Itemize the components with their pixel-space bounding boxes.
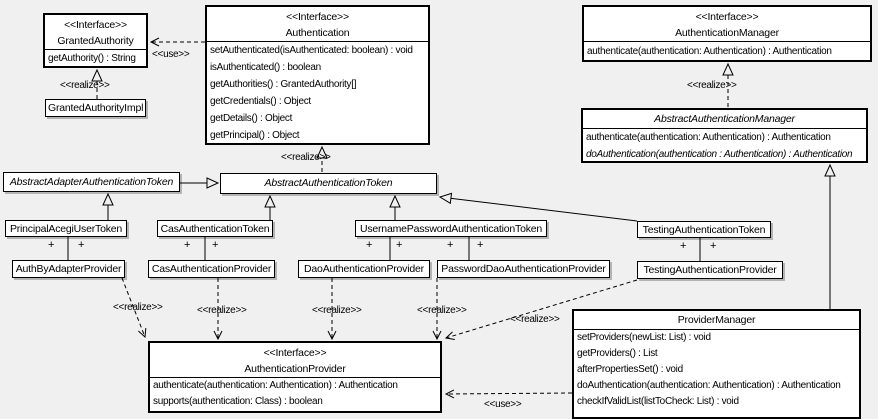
class-name: PasswordDaoAuthenticationProvider: [441, 263, 606, 275]
method: supports(authentication: Class) : boolea…: [153, 396, 323, 407]
method: doAuthentication(authentication : Authen…: [586, 149, 853, 160]
class-cas-authentication-token[interactable]: CasAuthenticationToken: [157, 220, 273, 237]
class-granted-authority-impl[interactable]: GrantedAuthorityImpl: [45, 99, 146, 117]
class-name: Authentication: [285, 27, 350, 39]
class-cas-authentication-provider[interactable]: CasAuthenticationProvider: [148, 260, 275, 278]
assoc-plus-label: +: [48, 239, 55, 251]
method: authenticate(authentication: Authenticat…: [153, 380, 398, 391]
class-abstract-adapter-authentication-token[interactable]: AbstractAdapterAuthenticationToken: [3, 172, 180, 192]
method: getAuthority() : String: [48, 53, 136, 64]
class-principal-acegi-user-token[interactable]: PrincipalAcegiUserToken: [5, 220, 127, 237]
class-testing-authentication-token[interactable]: TestingAuthenticationToken: [637, 221, 771, 238]
realize-label: <<realize>>: [510, 314, 560, 325]
class-name: CasAuthenticationProvider: [151, 263, 272, 275]
method: getPrincipal() : Object: [210, 130, 300, 141]
class-name: AbstractAdapterAuthenticationToken: [9, 176, 174, 188]
realize-edge-authbyadapterprovider: [121, 277, 147, 339]
class-name: AbstractAuthenticationManager: [654, 113, 795, 125]
realize-edge-testingprovider: [444, 279, 638, 340]
realize-label: <<realize>>: [417, 305, 467, 316]
class-name: UsernamePasswordAuthenticationToken: [359, 223, 543, 235]
method: isAuthenticated() : boolean: [210, 62, 321, 73]
generalize-edge-testingtoken: [438, 192, 638, 222]
method: getCredentials() : Object: [210, 96, 311, 107]
class-authentication[interactable]: <<Interface>> Authentication setAuthenti…: [205, 5, 430, 145]
class-authentication-manager[interactable]: <<Interface>> AuthenticationManager auth…: [582, 5, 872, 62]
class-testing-authentication-provider[interactable]: TestingAuthenticationProvider: [637, 261, 783, 279]
class-name: DaoAuthenticationProvider: [304, 263, 424, 275]
class-provider-manager[interactable]: ProviderManager setProviders(newList: Li…: [572, 309, 861, 419]
class-name: ProviderManager: [677, 314, 756, 326]
assoc-plus-label: +: [212, 239, 219, 251]
realize-label: <<realize>>: [687, 80, 737, 91]
class-authentication-provider[interactable]: <<Interface>> AuthenticationProvider aut…: [148, 341, 442, 413]
assoc-plus-label: +: [710, 240, 717, 252]
class-name: GrantedAuthorityImpl: [48, 102, 144, 114]
class-granted-authority[interactable]: <<Interface>> GrantedAuthority getAuthor…: [43, 13, 148, 68]
method: authenticate(authentication: Authenticat…: [586, 132, 831, 143]
realize-label: <<realize>>: [281, 152, 331, 163]
class-name: TestingAuthenticationToken: [642, 224, 766, 236]
class-name: AbstractAuthenticationToken: [264, 177, 393, 189]
assoc-plus-label: +: [477, 239, 484, 251]
realize-label: <<realize>>: [113, 302, 163, 313]
method: authenticate(authentication: Authenticat…: [587, 46, 832, 57]
method: setProviders(newList: List) : void: [577, 332, 711, 343]
class-username-password-authentication-token[interactable]: UsernamePasswordAuthenticationToken: [355, 220, 547, 237]
assoc-plus-label: +: [447, 239, 454, 251]
assoc-plus-label: +: [680, 240, 687, 252]
class-abstract-authentication-token[interactable]: AbstractAuthenticationToken: [220, 173, 437, 194]
use-label: <<use>>: [484, 399, 522, 410]
class-name: AuthByAdapterProvider: [15, 263, 122, 275]
method: checkIfValidList(listToCheck: List) : vo…: [577, 396, 739, 407]
class-name: PrincipalAcegiUserToken: [9, 223, 123, 235]
class-name: TestingAuthenticationProvider: [643, 264, 777, 276]
assoc-plus-label: +: [396, 239, 403, 251]
assoc-plus-label: +: [366, 239, 373, 251]
class-dao-authentication-provider[interactable]: DaoAuthenticationProvider: [298, 260, 430, 278]
class-name: AuthenticationManager: [675, 27, 779, 39]
method: getAuthorities() : GrantedAuthority[]: [210, 79, 357, 90]
method: doAuthentication(authentication: Authent…: [577, 380, 841, 391]
realize-label: <<realize>>: [197, 305, 247, 316]
stereotype-label: <<Interface>>: [286, 11, 349, 23]
class-name: GrantedAuthority: [57, 35, 134, 47]
method: getDetails() : Object: [210, 113, 293, 124]
class-name: CasAuthenticationToken: [160, 223, 270, 235]
stereotype-label: <<Interface>>: [695, 11, 759, 23]
use-label: <<use>>: [152, 49, 190, 60]
method: afterPropertiesSet() : void: [577, 364, 683, 375]
method: setAuthenticated(isAuthenticated: boolea…: [210, 45, 413, 56]
stereotype-label: <<Interface>>: [64, 19, 127, 31]
stereotype-label: <<Interface>>: [263, 347, 327, 359]
method: getProviders() : List: [577, 348, 658, 359]
assoc-plus-label: +: [78, 239, 85, 251]
class-abstract-authentication-manager[interactable]: AbstractAuthenticationManager authentica…: [581, 108, 868, 163]
class-name: AuthenticationProvider: [244, 363, 346, 375]
realize-label: <<realize>>: [312, 305, 362, 316]
assoc-plus-label: +: [184, 239, 191, 251]
realize-label: <<realize>>: [60, 80, 110, 91]
use-edge-providermanager-to-authenticationprovider: [444, 389, 573, 399]
class-password-dao-authentication-provider[interactable]: PasswordDaoAuthenticationProvider: [437, 260, 610, 278]
class-auth-by-adapter-provider[interactable]: AuthByAdapterProvider: [12, 260, 125, 278]
